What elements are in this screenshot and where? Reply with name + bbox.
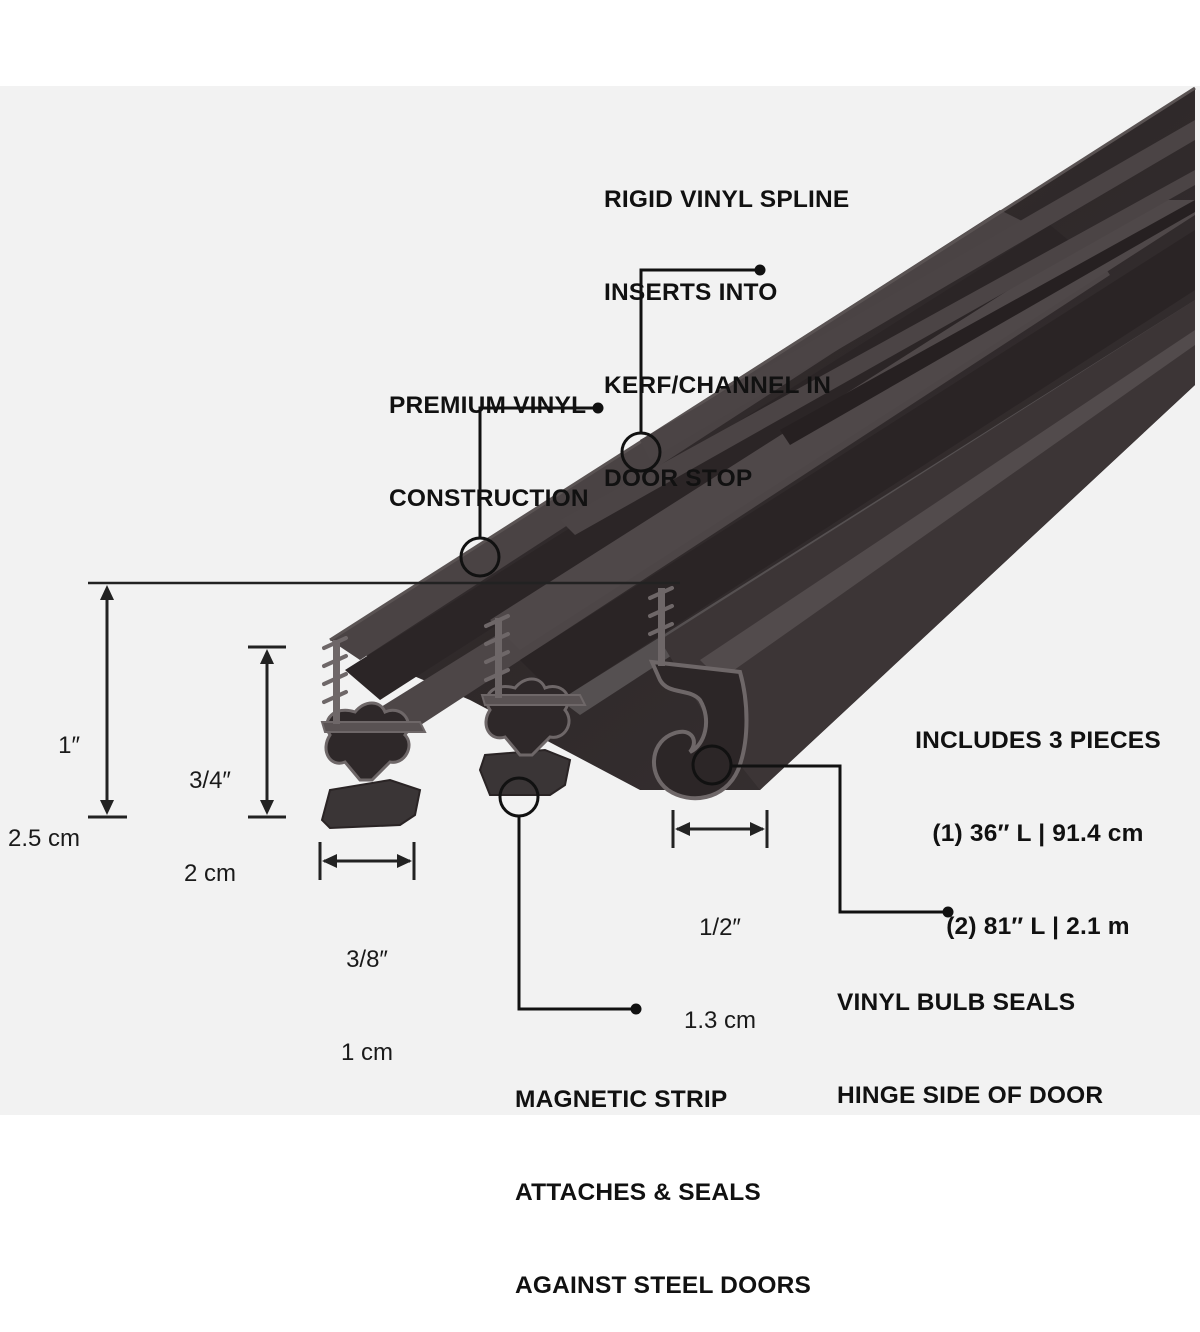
dimension-imperial: 3/4″ [189, 767, 231, 794]
callout-includes-pieces: INCLUDES 3 PIECES (1) 36″ L | 91.4 cm (2… [880, 663, 1196, 973]
callout-line: VINYL BULB SEALS [837, 989, 1076, 1016]
dimension-metric: 1.3 cm [683, 1007, 757, 1034]
dimension-label-1-2in: 1/2″ 1.3 cm [670, 850, 770, 1067]
dimension-imperial: 3/8″ [346, 946, 388, 973]
dimension-imperial: 1/2″ [699, 914, 741, 941]
callout-line: CONSTRUCTION [389, 485, 589, 512]
dimension-label-3-4in: 3/4″ 2 cm [160, 703, 260, 920]
callout-line: INSERTS INTO [604, 279, 778, 306]
dimension-imperial: 1″ [58, 732, 80, 759]
piece-spec: (2) 81″ L | 2.1 m [946, 913, 1130, 940]
callout-line: MAGNETIC STRIP [515, 1086, 728, 1113]
bulb-profile [648, 586, 749, 801]
dimension-label-3-8in: 3/8″ 1 cm [317, 882, 417, 1099]
dimension-lines [88, 581, 769, 880]
callout-line: ATTACHES & SEALS [515, 1179, 761, 1206]
callout-line: PREMIUM VINYL [389, 392, 587, 419]
dimension-label-1in: 1″ 2.5 cm [0, 668, 80, 885]
dimension-metric: 1 cm [340, 1039, 393, 1066]
callout-vinyl-bulb: VINYL BULB SEALS HINGE SIDE OF DOOR [837, 925, 1103, 1142]
callout-premium-vinyl: PREMIUM VINYL CONSTRUCTION [389, 328, 589, 545]
callout-dots [592, 264, 954, 1015]
callout-rigid-vinyl-spline: RIGID VINYL SPLINE INSERTS INTO KERF/CHA… [604, 122, 849, 525]
callout-magnetic-strip: MAGNETIC STRIP ATTACHES & SEALS AGAINST … [515, 1022, 811, 1332]
callout-line: DOOR STOP [604, 465, 753, 492]
magnetic-profile-left [320, 636, 427, 830]
weatherstrip-product-illustration [88, 86, 1196, 1015]
callout-leaders [459, 268, 948, 1011]
strip-bodies [329, 86, 1196, 790]
magnetic-profile-middle [478, 614, 587, 796]
dimension-metric: 2 cm [183, 860, 236, 887]
pieces-heading: INCLUDES 3 PIECES [915, 727, 1161, 754]
callout-line: KERF/CHANNEL IN [604, 372, 832, 399]
piece-spec: (1) 36″ L | 91.4 cm [932, 820, 1144, 847]
callout-line: HINGE SIDE OF DOOR [837, 1082, 1104, 1109]
callout-line: AGAINST STEEL DOORS [515, 1272, 812, 1299]
callout-line: RIGID VINYL SPLINE [604, 186, 850, 213]
dimension-metric: 2.5 cm [7, 825, 80, 852]
